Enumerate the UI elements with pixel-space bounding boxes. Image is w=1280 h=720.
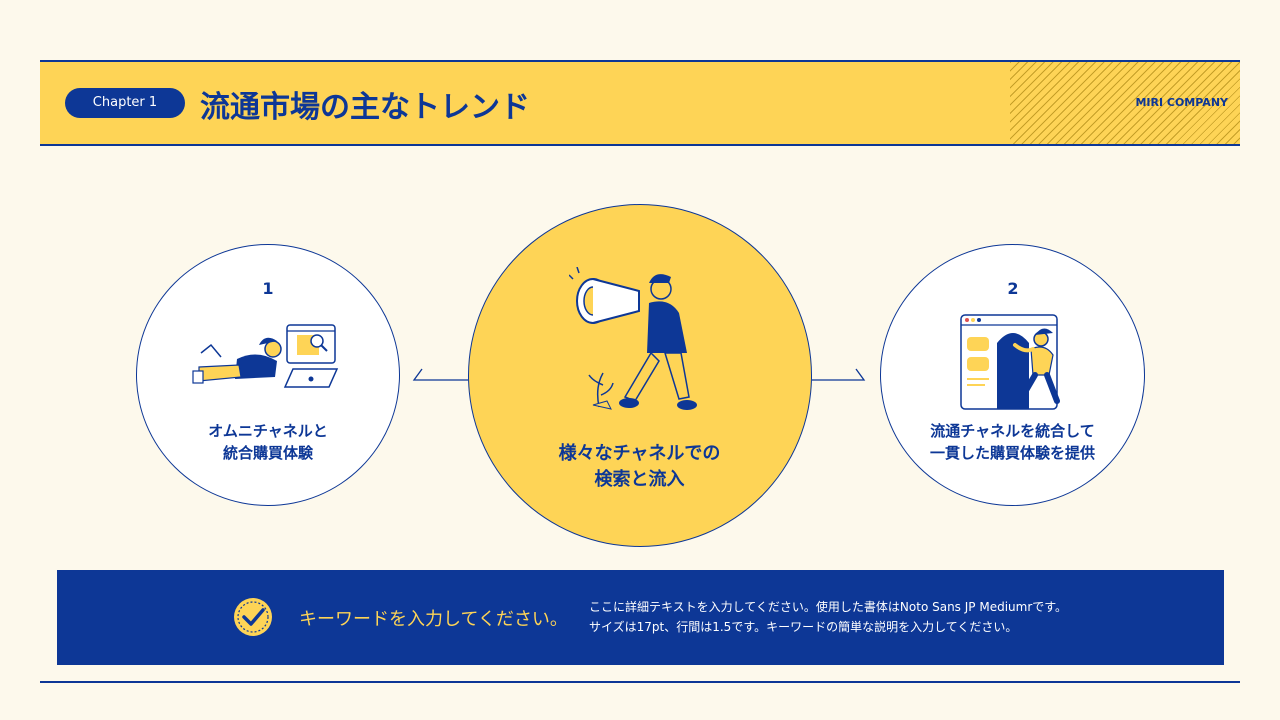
- bottom-rule: [40, 681, 1240, 683]
- chapter-badge: Chapter 1: [65, 88, 185, 118]
- step-number: 1: [262, 279, 274, 298]
- step-number: 2: [1007, 279, 1019, 298]
- page-title: 流通市場の主なトレンド: [200, 90, 530, 125]
- step-caption: オムニチャネルと 統合購買体験: [137, 421, 399, 465]
- step-circle-1: 1 オムニチャネルと 統合購買体験: [136, 244, 400, 506]
- keyword-panel: キーワードを入力してください。 ここに詳細テキストを入力してください。使用した書…: [57, 570, 1224, 665]
- description-line: サイズは17pt、行間は1.5です。キーワードの簡単な説明を入力してください。: [589, 620, 1018, 635]
- left-connector: [412, 368, 468, 381]
- company-name: MIRI COMPANY: [1135, 96, 1228, 109]
- center-caption: 様々なチャネルでの 検索と流入: [469, 441, 810, 493]
- person-stepping-out-of-browser-illustration: [960, 314, 1060, 410]
- step-circle-2: 2 流通チャネルを統合して 一貫した購買体験を提供: [880, 244, 1145, 506]
- check-circle-icon: [234, 598, 272, 636]
- center-circle: 様々なチャネルでの 検索と流入: [468, 204, 812, 547]
- caption-line: 一貫した購買体験を提供: [929, 443, 1095, 462]
- caption-line: オムニチャネルと: [208, 422, 328, 440]
- top-rule: [40, 60, 1240, 62]
- caption-line: 様々なチャネルでの: [558, 443, 721, 464]
- caption-line: 検索と流入: [594, 469, 685, 491]
- step-caption: 流通チャネルを統合して 一貫した購買体験を提供: [881, 421, 1144, 465]
- description-line: ここに詳細テキストを入力してください。使用した書体はNoto Sans JP M…: [589, 600, 1068, 614]
- person-with-telescope-illustration: [569, 267, 697, 410]
- person-lying-laptop-illustration: [192, 324, 339, 388]
- right-connector: [812, 368, 866, 381]
- header-bottom-rule: [40, 144, 1240, 146]
- caption-line: 流通チャネルを統合して: [930, 422, 1095, 440]
- keyword-text: キーワードを入力してください。: [299, 609, 568, 630]
- description-text: ここに詳細テキストを入力してください。使用した書体はNoto Sans JP M…: [589, 597, 1067, 638]
- header-band: Chapter 1 流通市場の主なトレンド MIRI COMPANY: [40, 62, 1240, 145]
- caption-line: 統合購買体験: [222, 443, 313, 462]
- hatch-pattern: [1010, 62, 1240, 145]
